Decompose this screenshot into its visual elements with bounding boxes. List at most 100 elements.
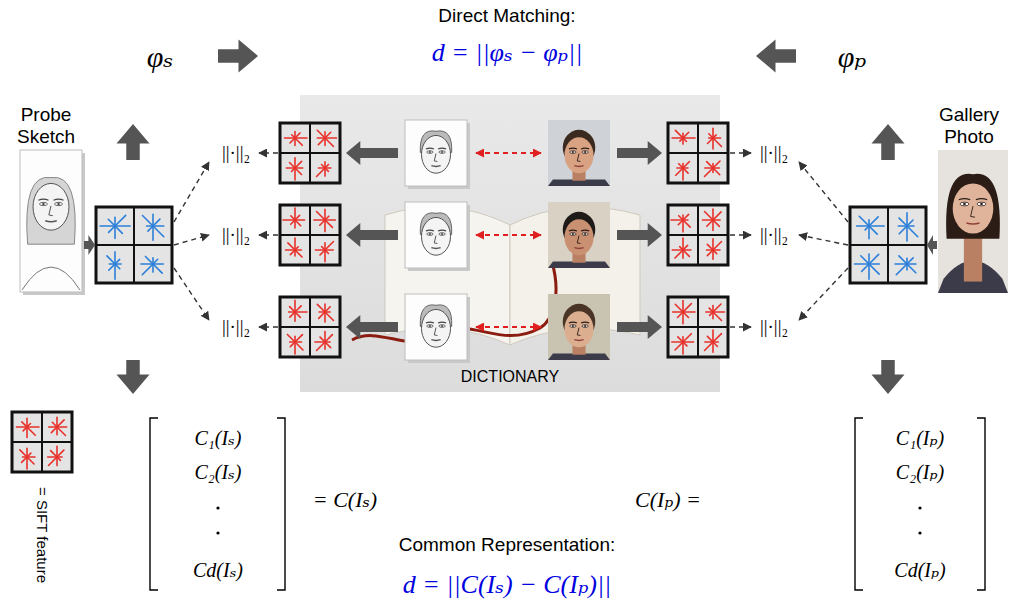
label-holder: ||·||₂ <box>760 316 788 338</box>
dashed-arrow <box>799 268 848 320</box>
pupil <box>572 325 574 327</box>
mouth <box>574 165 583 167</box>
sift-grid-box <box>12 412 72 472</box>
eye <box>570 151 576 154</box>
face-outline <box>33 183 69 230</box>
sift-ray <box>683 250 689 256</box>
sift-ray <box>682 168 684 180</box>
sift-ray <box>142 264 153 275</box>
norm-label: ||·||₂ <box>222 316 250 338</box>
dashed-arrow <box>730 152 751 153</box>
label-holder: = C(Iₛ) <box>313 487 377 513</box>
sift-ray <box>294 342 296 354</box>
sift-ray <box>707 250 713 256</box>
block-arrow <box>617 315 662 339</box>
sift-ray <box>325 220 332 227</box>
block-arrow <box>117 360 150 394</box>
pupil <box>980 203 983 206</box>
sift-ray <box>683 214 689 220</box>
sift-ray <box>295 220 301 226</box>
eye <box>439 151 445 154</box>
sift-ray <box>295 133 300 138</box>
nose <box>434 236 437 244</box>
node-label: Probe Sketch <box>2 104 90 148</box>
brow <box>438 322 446 324</box>
sift-ray <box>868 226 870 239</box>
sift-ray <box>713 161 720 168</box>
brow <box>426 230 434 232</box>
sift-ray <box>896 264 907 275</box>
sift-grid-line <box>850 244 926 246</box>
dashed-arrow <box>259 234 278 235</box>
dashed-arrow <box>799 235 848 245</box>
dashed-arrow <box>174 268 209 320</box>
vector-dot <box>918 506 921 509</box>
eye <box>582 233 588 236</box>
block-arrow <box>756 40 796 73</box>
sift-ray <box>51 427 57 433</box>
sift-grid-line <box>12 441 72 443</box>
sift-grid-box <box>668 123 728 183</box>
label-holder: ||·||₂ <box>222 224 250 246</box>
vector-dot <box>216 531 219 534</box>
photo-face <box>548 202 610 268</box>
norm-label: ||·||₂ <box>760 142 788 164</box>
dashed-arrow <box>476 326 541 328</box>
vector-entry: C₁(Iₛ) <box>194 426 241 450</box>
legend-entry: = SIFT feature <box>33 487 51 583</box>
eye <box>439 233 445 236</box>
vector-name: = C(Iₛ) <box>313 487 377 513</box>
sift-ray <box>152 226 154 240</box>
sift-ray <box>57 427 65 435</box>
brow <box>959 199 970 200</box>
sift-ray <box>713 304 721 312</box>
sift-ray <box>26 457 28 469</box>
pupil <box>584 151 586 153</box>
norm-label: ||·||₂ <box>760 224 788 246</box>
eye <box>427 151 433 154</box>
sift-ray <box>295 250 302 257</box>
sift-ray <box>295 342 303 350</box>
sift-ray <box>683 162 689 168</box>
sift-ray <box>676 168 683 175</box>
pupil <box>572 151 574 153</box>
sift-grid <box>280 123 340 183</box>
norm-label: ||·||₂ <box>222 224 250 246</box>
sift-ray <box>869 264 879 274</box>
sift-ray <box>107 256 115 264</box>
dashed-arrow <box>476 234 541 236</box>
sift-ray <box>712 239 714 250</box>
sift-ray <box>114 264 116 279</box>
label-holder: C₂(Iₚ) <box>896 460 944 484</box>
norm-label: ||·||₂ <box>760 316 788 338</box>
pupil <box>584 325 586 327</box>
sift-ray <box>287 334 295 342</box>
sift-ray <box>115 226 122 233</box>
sift-ray <box>907 220 913 226</box>
sift-ray <box>325 335 332 342</box>
node-label: DICTIONARY <box>461 367 559 386</box>
sift-ray <box>114 252 116 264</box>
dashed-arrow <box>174 235 209 245</box>
vector-name: C(Iₚ) = <box>635 487 701 513</box>
sketch-hair <box>27 177 75 244</box>
vector-bracket <box>150 418 158 590</box>
probe-sketch: Probe Sketch <box>2 104 90 294</box>
sift-ray <box>294 208 296 220</box>
photo-face <box>938 150 1008 293</box>
sift-grid-box <box>280 123 340 183</box>
sift-ray <box>682 301 684 312</box>
mouth <box>431 165 440 167</box>
label-holder: d = ||C(Iₛ) − C(Iₚ)|| <box>403 569 611 600</box>
vector-entry: C₁(Iₚ) <box>896 426 944 450</box>
sift-ray <box>682 312 684 324</box>
sift-grid-line <box>280 326 340 328</box>
sift-ray <box>869 226 877 234</box>
sift-ray <box>153 264 162 273</box>
sift-ray <box>906 226 908 241</box>
sift-ray <box>907 226 918 237</box>
norm-label: ||·||₂ <box>222 142 250 164</box>
sift-ray <box>290 163 295 168</box>
sift-ray <box>57 450 64 457</box>
